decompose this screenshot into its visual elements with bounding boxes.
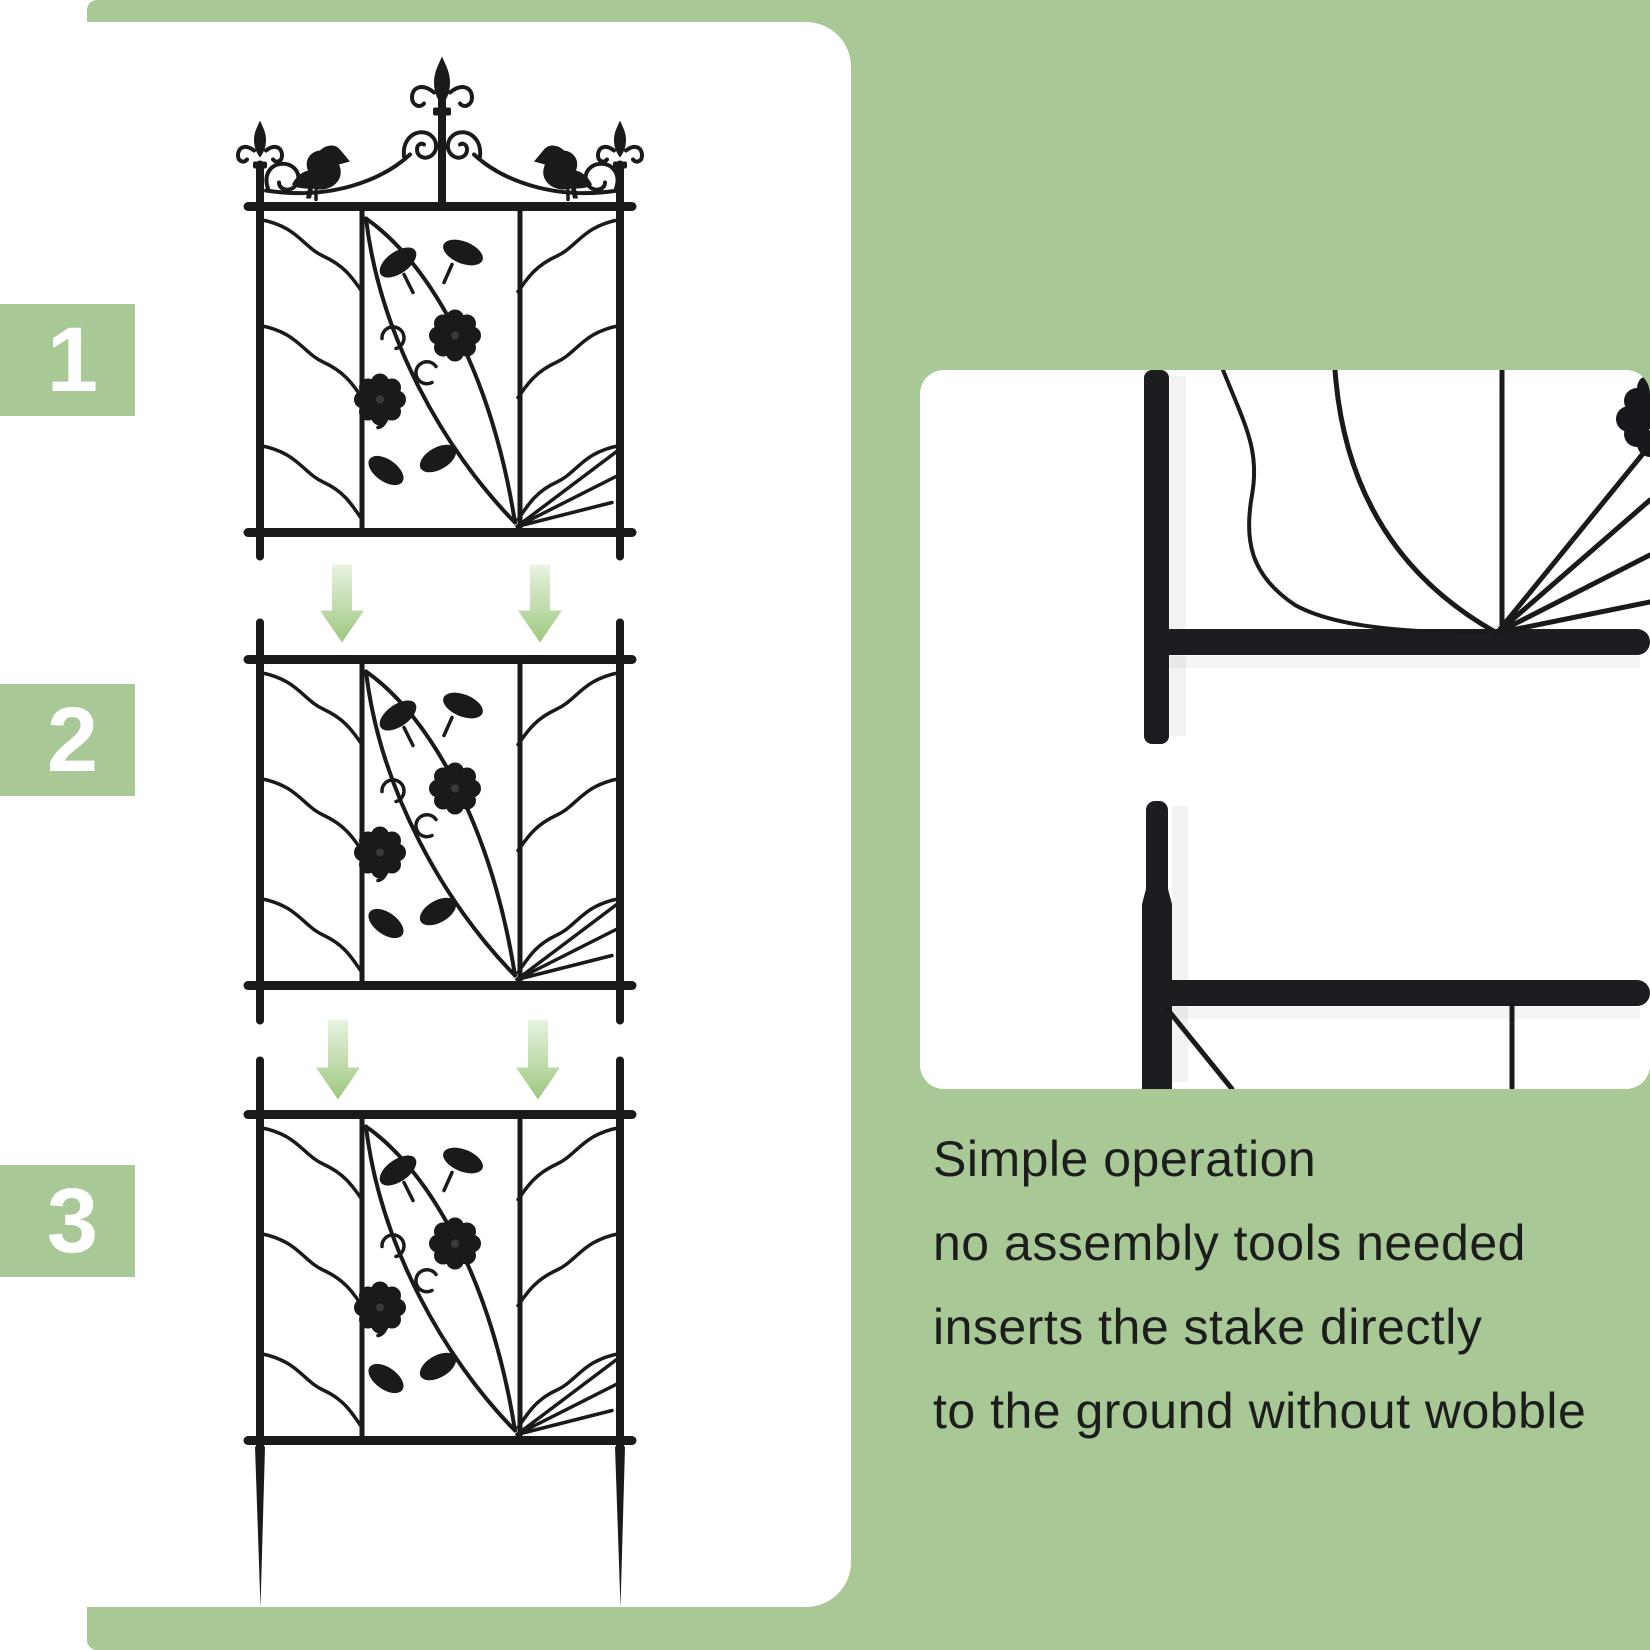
step-number: 2: [46, 689, 99, 791]
fan-wires-icon: [1494, 442, 1650, 636]
caption-text: Simple operation no assembly tools neede…: [933, 1117, 1633, 1453]
caption-line: Simple operation: [933, 1131, 1317, 1187]
trellis-crest: [236, 56, 644, 211]
scroll-icon: [445, 130, 483, 160]
trellis-assembly-diagram: [236, 56, 644, 1608]
upper-post: [1144, 370, 1169, 744]
flower-icon: [1616, 375, 1650, 457]
step-badge-1: 1: [0, 304, 135, 416]
assembly-steps-panel: 1 2 3: [0, 22, 851, 1608]
caption-line: to the ground without wobble: [933, 1383, 1587, 1439]
fan-arc: [1332, 370, 1500, 636]
ground-stake: [255, 1446, 265, 1608]
caption-line: no assembly tools needed: [933, 1215, 1526, 1271]
step-badge-3: 3: [0, 1165, 135, 1277]
fleur-de-lis-icon: [409, 56, 475, 116]
down-arrow-icon: [516, 1019, 560, 1100]
ground-stake: [615, 1446, 625, 1608]
stake-detail-illustration: [1142, 370, 1650, 1089]
scroll-icon: [583, 161, 620, 192]
down-arrow-icon: [518, 564, 562, 643]
stake-detail-panel: [920, 370, 1650, 1089]
step-badge-2: 2: [0, 684, 135, 796]
down-arrow-icon: [320, 564, 364, 643]
upper-bottom-bar: [1150, 629, 1650, 655]
scroll-icon: [264, 161, 301, 192]
step-number: 3: [46, 1170, 99, 1272]
stake-tip: [1146, 801, 1168, 901]
scroll-icon: [401, 130, 439, 160]
down-arrow-icon: [316, 1019, 360, 1100]
wavy-wire: [1221, 370, 1488, 635]
caption-line: inserts the stake directly: [933, 1299, 1483, 1355]
lower-top-bar: [1148, 980, 1650, 1006]
step-number: 1: [46, 309, 99, 411]
